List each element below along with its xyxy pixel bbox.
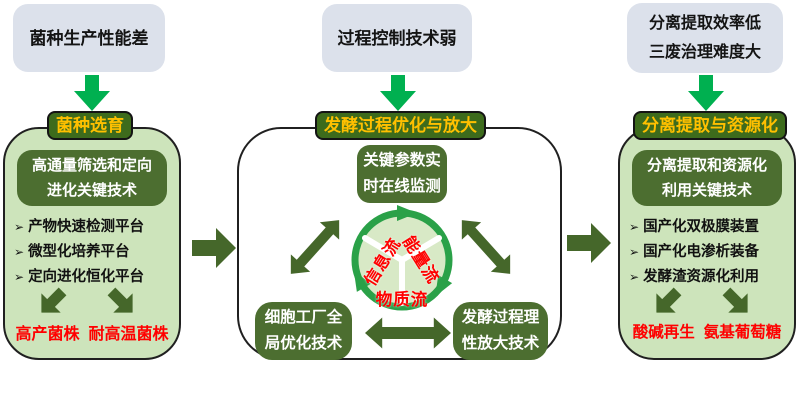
tech-line1: 发酵过程理 xyxy=(461,309,540,326)
list-item: ➢发酵渣资源化利用 xyxy=(629,265,790,290)
right-arrow-icon xyxy=(567,223,611,263)
arrow-bullet-icon: ➢ xyxy=(629,220,640,234)
right-arrow-icon xyxy=(192,228,236,268)
result-item: 氨基葡萄糖 xyxy=(703,324,782,341)
panel-strain-breeding: 高通量筛选和定向 进化关键技术 ➢产物快速检测平台 ➢微型化培养平台 ➢定向进化… xyxy=(3,127,181,360)
problem-box-strain: 菌种生产性能差 xyxy=(13,4,165,72)
stage-label-separation: 分离提取与资源化 xyxy=(633,111,787,140)
down-right-arrow-icon xyxy=(722,287,748,313)
flow-cycle-diagram: 信息流 能量流 物质流 xyxy=(347,205,457,315)
tech-line2: 局优化技术 xyxy=(264,335,343,352)
stage-label-fermentation: 发酵过程优化与放大 xyxy=(315,111,486,140)
double-arrow-icon xyxy=(290,220,340,274)
header-line1: 分离提取和资源化 xyxy=(646,157,767,174)
bullet-list: ➢产物快速检测平台 ➢微型化培养平台 ➢定向进化恒化平台 xyxy=(14,215,175,290)
result-item: 耐高温菌株 xyxy=(88,326,169,343)
monitor-line2: 时在线监测 xyxy=(363,178,441,195)
arrow-bullet-icon: ➢ xyxy=(629,270,640,284)
list-item: ➢定向进化恒化平台 xyxy=(14,265,175,290)
list-item: ➢微型化培养平台 xyxy=(14,240,175,265)
horizontal-double-arrow-icon xyxy=(365,317,451,349)
panel-fermentation: 关键参数实 时在线监测 信息流 能量流 物质流 xyxy=(237,127,562,360)
problem-text-line1: 分离提取效率低 xyxy=(648,15,761,32)
bullet-text: 发酵渣资源化利用 xyxy=(643,269,760,285)
bullet-text: 国产化双极膜装置 xyxy=(643,219,760,235)
problem-text-line2: 三废治理难度大 xyxy=(648,44,761,61)
bullet-text: 国产化电渗析装备 xyxy=(643,244,760,260)
panel-separation: 分离提取和资源化 利用关键技术 ➢国产化双极膜装置 ➢国产化电渗析装备 ➢发酵渣… xyxy=(618,127,796,360)
problem-text: 菌种生产性能差 xyxy=(29,28,149,48)
bullet-text: 产物快速检测平台 xyxy=(28,219,145,235)
bullet-text: 定向进化恒化平台 xyxy=(28,269,145,285)
panel-header: 高通量筛选和定向 进化关键技术 xyxy=(17,150,167,206)
monitor-line1: 关键参数实 xyxy=(363,152,441,169)
down-arrow-icon xyxy=(380,75,416,111)
bullet-text: 微型化培养平台 xyxy=(28,244,130,260)
arrow-bullet-icon: ➢ xyxy=(14,245,25,259)
down-left-arrow-icon xyxy=(41,287,67,313)
problem-box-separation: 分离提取效率低 三废治理难度大 xyxy=(627,3,783,73)
down-left-arrow-icon xyxy=(656,287,682,313)
arrow-bullet-icon: ➢ xyxy=(629,245,640,259)
result-text: 酸碱再生氨基葡萄糖 xyxy=(620,320,794,342)
cycle-circle-icon xyxy=(351,205,453,311)
monitor-header: 关键参数实 时在线监测 xyxy=(357,145,447,203)
list-item: ➢产物快速检测平台 xyxy=(14,215,175,240)
list-item: ➢国产化电渗析装备 xyxy=(629,240,790,265)
tech-line2: 性放大技术 xyxy=(461,335,540,352)
header-line2: 进化关键技术 xyxy=(46,182,137,199)
result-text: 高产菌株耐高温菌株 xyxy=(5,320,179,344)
down-right-arrow-icon xyxy=(107,287,133,313)
arrow-bullet-icon: ➢ xyxy=(14,270,25,284)
down-arrow-icon xyxy=(688,75,724,111)
tech-scale-up: 发酵过程理 性放大技术 xyxy=(453,302,548,360)
tech-line1: 细胞工厂全 xyxy=(264,309,343,326)
result-item: 高产菌株 xyxy=(15,326,80,343)
double-arrow-icon xyxy=(461,220,511,274)
flow-label-material: 物质流 xyxy=(375,291,429,309)
panel-header: 分离提取和资源化 利用关键技术 xyxy=(632,150,782,206)
arrow-bullet-icon: ➢ xyxy=(14,220,25,234)
problem-box-process: 过程控制技术弱 xyxy=(322,4,472,72)
stage-label-breeding: 菌种选育 xyxy=(47,111,133,140)
result-item: 酸碱再生 xyxy=(632,324,695,341)
header-line1: 高通量筛选和定向 xyxy=(31,157,152,174)
down-arrow-icon xyxy=(74,75,110,111)
list-item: ➢国产化双极膜装置 xyxy=(629,215,790,240)
header-line2: 利用关键技术 xyxy=(661,182,752,199)
problem-text: 过程控制技术弱 xyxy=(337,28,457,48)
tech-cell-factory: 细胞工厂全 局优化技术 xyxy=(255,302,352,360)
bullet-list: ➢国产化双极膜装置 ➢国产化电渗析装备 ➢发酵渣资源化利用 xyxy=(629,215,790,290)
